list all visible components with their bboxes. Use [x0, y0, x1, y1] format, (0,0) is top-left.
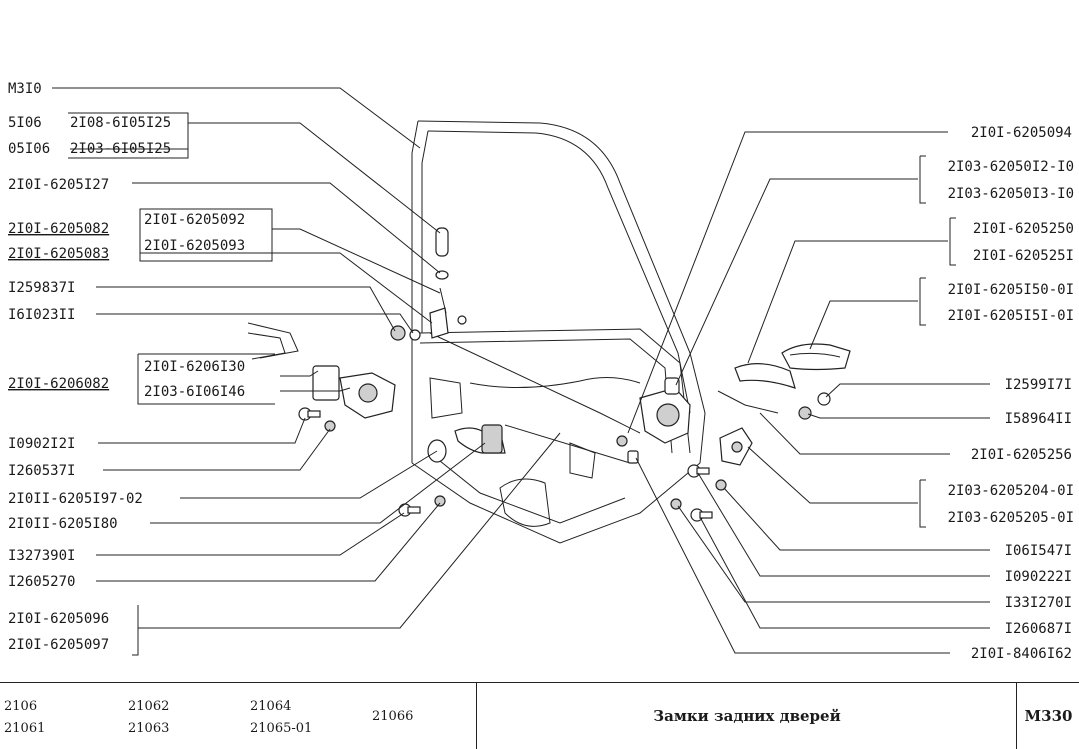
label-2101-6205150-01: 2I0I-6205I50-0I [948, 282, 1074, 298]
spring-bracket [247, 322, 299, 360]
washer-left-2 [434, 495, 446, 507]
label-05106: 05I06 [8, 141, 50, 157]
model-list: 2106 21061 21062 21063 21064 21065-01 21… [0, 683, 476, 749]
label-2101-6206130: 2I0I-6206I30 [144, 359, 245, 375]
label-5106: 5I06 [8, 115, 42, 131]
screw-right-1 [687, 464, 710, 478]
label-2103-6106146: 2I03-6I06I46 [144, 384, 245, 400]
label-2101-6205250: 2I0I-6205250 [973, 221, 1074, 237]
label-brackets [68, 112, 956, 656]
upper-lever [429, 287, 467, 339]
label-2101-6205097: 2I0I-6205097 [8, 637, 109, 653]
label-12605371: I260537I [8, 463, 75, 479]
lock-button [435, 227, 449, 280]
label-2103-6205012-10: 2I03-62050I2-I0 [948, 159, 1074, 175]
striker-right [719, 427, 753, 466]
label-10902221: I090222I [1005, 569, 1072, 585]
model-21064: 21064 [250, 699, 292, 714]
label-2101-6205083: 2I0I-6205083 [8, 246, 109, 262]
washer-left [324, 420, 336, 432]
label-10902121: I0902I2I [8, 436, 75, 452]
model-21065-01: 21065-01 [250, 721, 313, 736]
inner-handle [454, 424, 506, 454]
label-2101-6205092: 2I0I-6205092 [144, 212, 245, 228]
label-2101-6206082: 2I0I-6206082 [8, 376, 109, 392]
label-12599171: I2599I7I [1005, 377, 1072, 393]
lock-clip [627, 450, 639, 464]
label-2103-6205013-10: 2I03-62050I3-I0 [948, 186, 1074, 202]
page-title: Замки задних дверей [476, 683, 1017, 749]
label-2101-6205256: 2I0I-6205256 [971, 447, 1072, 463]
screw-left [298, 407, 321, 421]
label-12606871: I260687I [1005, 621, 1072, 637]
lock-nut [616, 435, 628, 447]
label-2103-6105125: 2I03-6I05I25 [70, 141, 171, 157]
label-12605270: I2605270 [8, 574, 75, 590]
washer-right-1 [715, 479, 727, 491]
label-21011-6205180: 2I0II-6205I80 [8, 516, 118, 532]
label-2101-6205093: 2I0I-6205093 [144, 238, 245, 254]
label-2101-6205127: 2I0I-6205I27 [8, 177, 109, 193]
label-13273901: I327390I [8, 548, 75, 564]
main-lock [639, 377, 691, 444]
model-21063: 21063 [128, 721, 170, 736]
model-21066: 21066 [372, 709, 414, 724]
model-21061: 21061 [4, 721, 46, 736]
model-2106: 2106 [4, 699, 38, 714]
lock-rod-lower [504, 424, 631, 464]
label-10615471: I06I547I [1005, 543, 1072, 559]
label-2101-6205096: 2I0I-6205096 [8, 611, 109, 627]
rear-lock [339, 372, 396, 419]
leaders-right [627, 131, 990, 654]
label-m310: M3I0 [8, 81, 42, 97]
label-2101-6205151-01: 2I0I-6205I5I-0I [948, 308, 1074, 324]
label-15896411: I58964II [1005, 411, 1072, 427]
label-2108-6105125: 2I08-6I05I25 [70, 115, 171, 131]
outer-handle [781, 343, 851, 371]
lock-rod [429, 332, 641, 434]
screw-left-2 [398, 503, 421, 517]
label-13312701: I33I270I [1005, 595, 1072, 611]
label-2101-6205082: 2I0I-6205082 [8, 221, 109, 237]
handle-nut [798, 406, 812, 420]
label-2103-6205205-01: 2I03-6205205-0I [948, 510, 1074, 526]
label-2103-6205204-01: 2I03-6205204-0I [948, 483, 1074, 499]
label-2101-6205094: 2I0I-6205094 [971, 125, 1072, 141]
section-code: М330 [1016, 683, 1079, 749]
door-outline [411, 120, 706, 544]
handle-gasket [734, 363, 796, 389]
label-12598371: I259837I [8, 280, 75, 296]
model-21062: 21062 [128, 699, 170, 714]
handle-rod [717, 390, 779, 414]
label-2101-6205251: 2I0I-620525I [973, 248, 1074, 264]
label-2101-8406162: 2I0I-8406I62 [971, 646, 1072, 662]
label-21011-6205197-02: 2I0II-6205I97-02 [8, 491, 143, 507]
label-16102311: I6I023II [8, 307, 75, 323]
title-block: 2106 21061 21062 21063 21064 21065-01 21… [0, 682, 1079, 749]
